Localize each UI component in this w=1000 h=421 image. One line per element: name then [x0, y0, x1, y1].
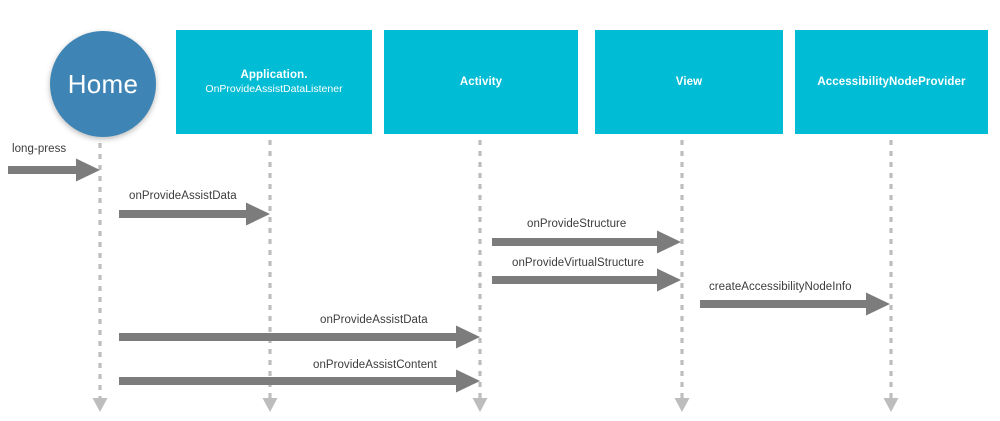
- accessibility-lifeline-arrowhead: [883, 398, 899, 412]
- arrow-head: [456, 325, 480, 349]
- participant-box-accessibility-node-provider[interactable]: AccessibilityNodeProvider: [795, 30, 988, 134]
- arrow-shaft: [492, 238, 657, 246]
- home-node-label: Home: [67, 68, 139, 99]
- participant-label-application-listener: Application.OnProvideAssistDataListener: [205, 68, 342, 96]
- application-lifeline-arrowhead: [262, 398, 278, 412]
- arrow-head: [246, 202, 270, 226]
- message-arrow-on-provide-assist-data-1: [119, 202, 270, 226]
- view-lifeline-arrowhead: [674, 398, 690, 412]
- arrow-head: [456, 369, 480, 393]
- message-arrow-on-provide-assist-content: [119, 369, 480, 393]
- message-arrow-create-accessibility-node-info: [700, 292, 890, 316]
- arrow-head: [657, 268, 681, 292]
- participant-label-accessibility-node-provider: AccessibilityNodeProvider: [817, 75, 965, 89]
- message-arrow-on-provide-structure: [492, 230, 681, 254]
- participant-label-secondary: OnProvideAssistDataListener: [205, 82, 343, 95]
- arrow-shaft: [119, 210, 246, 218]
- message-label-on-provide-assist-content: onProvideAssistContent: [313, 359, 437, 371]
- arrow-shaft: [119, 333, 456, 341]
- participant-label-view: View: [676, 75, 702, 89]
- arrow-head: [657, 230, 681, 254]
- activity-lifeline-arrowhead: [472, 398, 488, 412]
- home-lifeline-arrowhead: [92, 398, 108, 412]
- arrow-head: [866, 292, 890, 316]
- message-label-on-provide-assist-data-1: onProvideAssistData: [129, 190, 237, 202]
- arrow-shaft: [8, 166, 76, 174]
- participant-label-activity: Activity: [460, 75, 502, 89]
- arrow-shaft: [492, 276, 657, 284]
- message-arrow-on-provide-virtual-structure: [492, 268, 681, 292]
- participant-label-primary: View: [675, 75, 703, 88]
- participant-box-application-listener[interactable]: Application.OnProvideAssistDataListener: [176, 30, 372, 134]
- message-label-on-provide-virtual-structure: onProvideVirtualStructure: [512, 257, 645, 269]
- participant-box-view[interactable]: View: [595, 30, 783, 134]
- message-label-create-accessibility-node-info: createAccessibilityNodeInfo: [709, 281, 852, 293]
- message-label-on-provide-assist-data-2: onProvideAssistData: [320, 314, 428, 326]
- arrow-shaft: [119, 377, 456, 385]
- message-arrow-on-provide-assist-data-2: [119, 325, 480, 349]
- message-label-long-press: long-press: [12, 143, 67, 155]
- message-arrow-long-press: [8, 158, 100, 182]
- arrow-shaft: [700, 300, 866, 308]
- participant-label-primary: Application.: [240, 69, 308, 82]
- arrow-head: [76, 158, 100, 182]
- home-node[interactable]: Home: [50, 31, 156, 137]
- message-label-on-provide-structure: onProvideStructure: [527, 218, 627, 230]
- participant-box-activity[interactable]: Activity: [384, 30, 578, 134]
- participant-label-primary: Activity: [459, 75, 503, 88]
- participant-label-primary: AccessibilityNodeProvider: [817, 75, 966, 88]
